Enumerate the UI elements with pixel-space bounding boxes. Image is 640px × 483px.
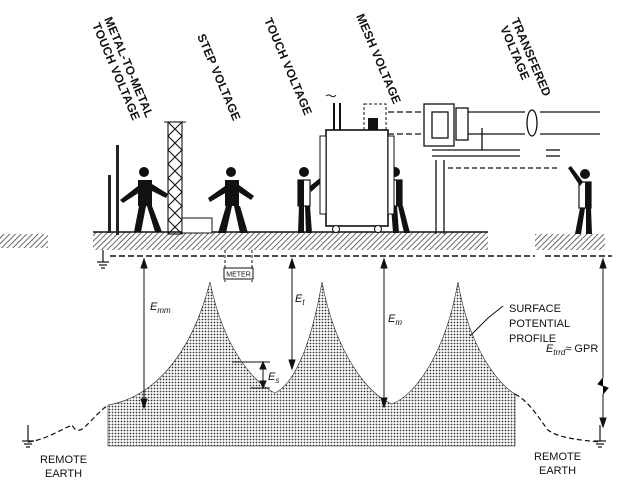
- measure-e-s: [232, 360, 270, 390]
- measure-e-t: [288, 257, 296, 371]
- measure-e-mm: [140, 257, 148, 410]
- surface-potential-profile: [107, 281, 516, 447]
- label-surface-line2: POTENTIAL: [509, 318, 570, 330]
- earth-symbol-remote-right: [594, 425, 606, 448]
- label-remote-earth-right-2: EARTH: [539, 465, 576, 477]
- symbol-e-m: Em: [388, 313, 402, 327]
- ground-strip-main: [93, 232, 488, 250]
- label-remote-earth-left-2: EARTH: [45, 468, 82, 480]
- tower-foot: [181, 217, 213, 234]
- label-surface-line3: PROFILE: [509, 333, 556, 345]
- label-mesh-voltage: MESH VOLTAGE: [353, 12, 404, 106]
- earth-symbol-grid: [97, 250, 109, 269]
- bus-structure: [388, 103, 600, 234]
- surface-profile-leader: [469, 305, 504, 337]
- measure-e-m: [380, 257, 388, 409]
- label-remote-earth-right-1: REMOTE: [534, 451, 581, 463]
- person-step: [208, 167, 254, 233]
- label-step-voltage: STEP VOLTAGE: [194, 32, 243, 123]
- person-metal-to-metal: [120, 167, 168, 232]
- person-touch: [297, 167, 322, 233]
- lattice-tower: [164, 121, 186, 235]
- label-remote-earth-left-1: REMOTE: [40, 454, 87, 466]
- measure-e-trrd: [597, 257, 609, 429]
- transformer: [319, 94, 395, 233]
- fence-posts: [108, 145, 119, 235]
- remote-earth-curve-left: [27, 404, 109, 443]
- symbol-e-s: Es: [268, 371, 279, 385]
- earth-symbol-remote-left: [22, 425, 34, 448]
- symbol-e-t: Et: [295, 293, 305, 307]
- symbol-e-mm: Emm: [150, 301, 171, 315]
- remote-earth-curve-right: [514, 393, 601, 443]
- person-transfer: [568, 166, 592, 234]
- ground-strip-left: [0, 234, 48, 248]
- meter: METER: [223, 250, 254, 282]
- ground-strip-right: [535, 234, 605, 250]
- label-touch-voltage: TOUCH VOLTAGE: [261, 16, 315, 118]
- symbol-e-trrd: Etrrd≈ GPR: [546, 343, 598, 357]
- label-surface-line1: SURFACE: [509, 303, 561, 315]
- meter-label: METER: [226, 272, 251, 279]
